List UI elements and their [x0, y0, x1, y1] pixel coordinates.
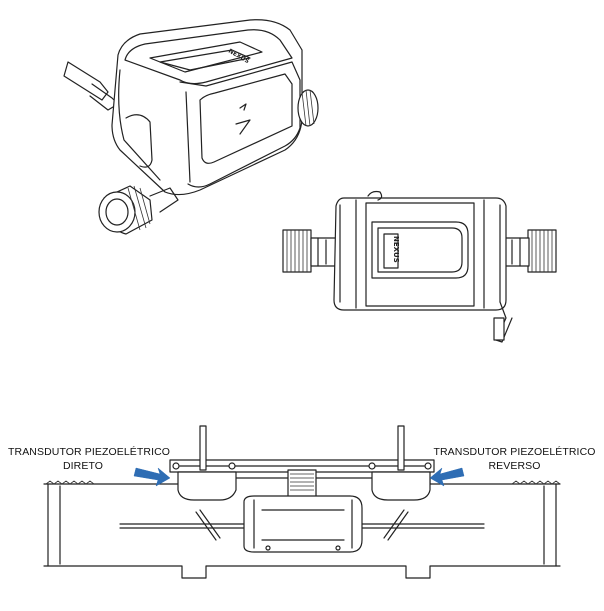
arrow-reverse: [429, 467, 465, 487]
brand-label-middle: NEXUS: [392, 236, 400, 263]
meter-top-view: NEXUS: [282, 190, 557, 343]
label-direct-transducer: TRANSDUTOR PIEZOELÉTRICO DIRETO: [8, 445, 171, 473]
label-reverse-transducer: TRANSDUTOR PIEZOELÉTRICO REVERSO: [432, 445, 597, 473]
meter-cross-section: [43, 425, 561, 579]
meter-isometric-view: NEXUS: [63, 19, 319, 235]
label-reverse-line1: TRANSDUTOR PIEZOELÉTRICO: [433, 446, 596, 458]
arrow-direct: [133, 467, 171, 487]
label-direct-line1: TRANSDUTOR PIEZOELÉTRICO: [8, 446, 171, 458]
label-direct-line2: DIRETO: [62, 460, 104, 472]
label-reverse-line2: REVERSO: [488, 460, 541, 472]
